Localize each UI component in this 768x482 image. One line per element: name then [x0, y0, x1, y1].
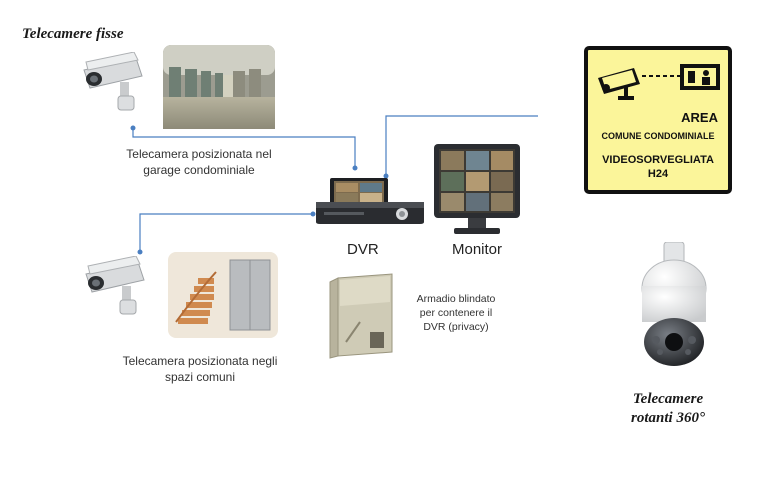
sign-line-surveillance: VIDEOSORVEGLIATA [602, 154, 714, 166]
garage-photo [163, 45, 275, 129]
rotating-cameras-title-line2: rotanti 360° [631, 410, 705, 426]
video-surveillance-sign: AREA COMUNE CONDOMINIALE VIDEOSORVEGLIAT… [584, 46, 732, 194]
rotating-cameras-title-line1: Telecamere [632, 391, 704, 407]
rotating-cameras-title: Telecamere rotanti 360° [604, 390, 732, 428]
cabinet-caption-line2: per contenere il [419, 307, 493, 319]
common-camera-link [139, 213, 313, 252]
dvr-sign-link [385, 115, 538, 176]
garage-camera-caption: Telecamera posizionata nel garage condom… [104, 146, 294, 178]
garage-security-camera-icon [83, 52, 143, 111]
common-area-security-camera-icon [85, 256, 145, 315]
dvr-device [316, 178, 424, 224]
cabinet-caption-line1: Armadio blindato [416, 293, 496, 305]
armored-cabinet [329, 273, 393, 359]
sign-line-common: COMUNE CONDOMINIALE [601, 131, 715, 141]
sign-line-h24: H24 [647, 168, 669, 180]
stairwell-photo [168, 252, 278, 338]
cabinet-caption: Armadio blindato per contenere il DVR (p… [404, 292, 508, 334]
common-caption-line1: Telecamera posizionata negli [122, 354, 278, 368]
sign-line-area: AREA [681, 110, 718, 125]
common-camera-caption: Telecamera posizionata negli spazi comun… [100, 353, 300, 385]
garage-caption-line2: garage condominiale [143, 163, 255, 177]
garage-camera-link [132, 128, 356, 168]
ptz-dome-camera-icon [641, 242, 707, 366]
monitor-label: Monitor [452, 241, 503, 258]
sign-camera-pictogram-icon [598, 64, 720, 100]
cabinet-caption-line3: DVR (privacy) [423, 321, 489, 333]
garage-caption-line1: Telecamera posizionata nel [126, 147, 272, 161]
common-caption-line2: spazi comuni [164, 370, 236, 384]
monitor-device [434, 144, 520, 234]
dvr-label: DVR [347, 241, 379, 258]
fixed-cameras-title: Telecamere fisse [22, 26, 124, 42]
